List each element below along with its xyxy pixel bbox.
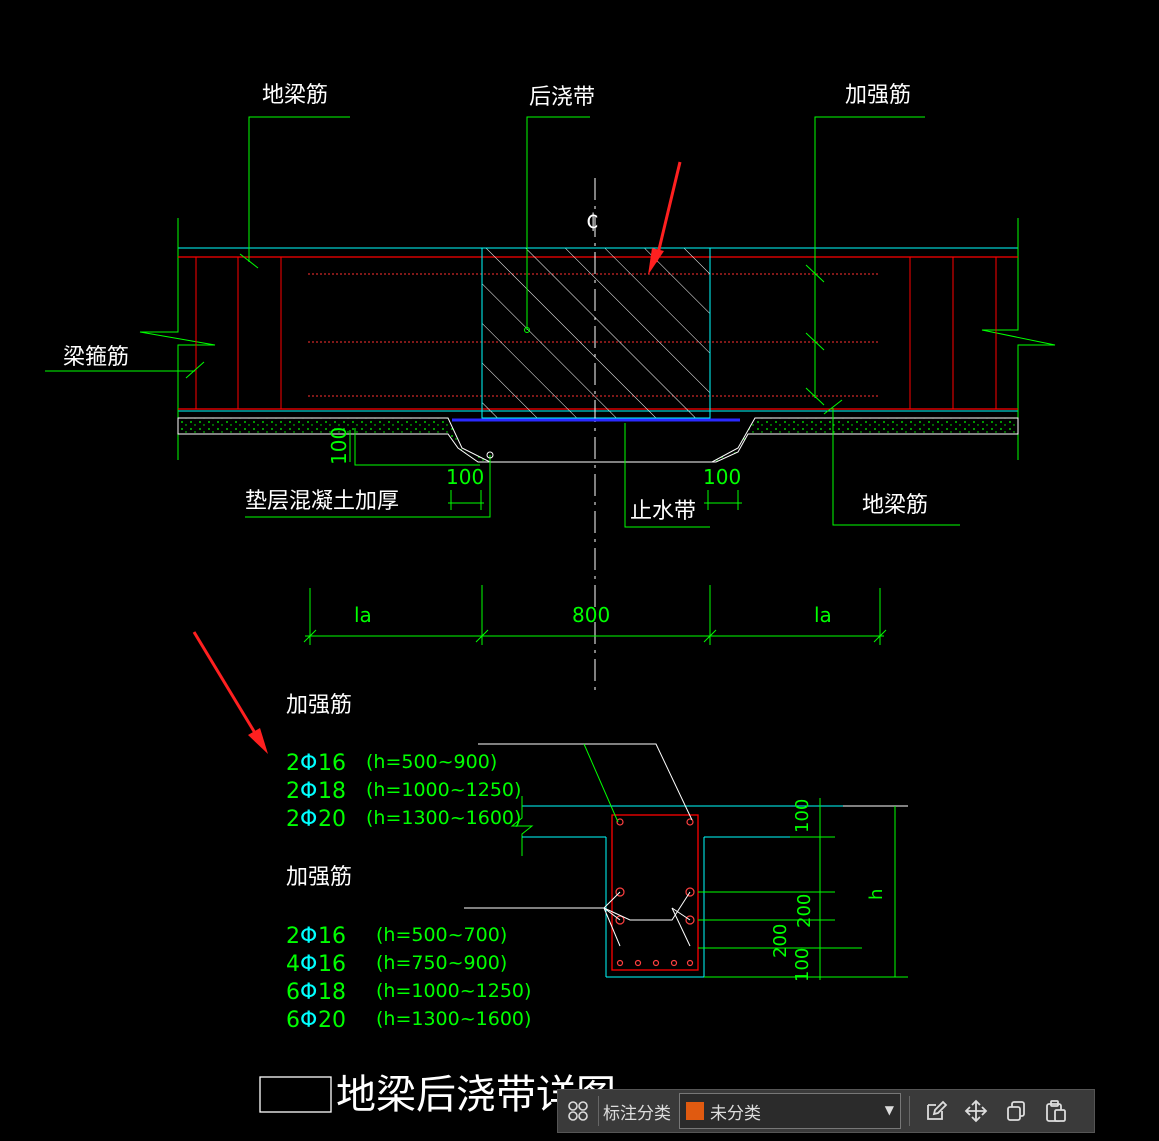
svg-text:18: 18 (318, 779, 346, 804)
svg-text:2: 2 (286, 924, 300, 949)
label-beam-stirrup: 梁箍筋 (63, 345, 129, 370)
table1-row: 2 Φ 20 (h=1300~1600) (286, 807, 521, 832)
edit-icon (927, 1100, 948, 1120)
svg-text:16: 16 (318, 924, 346, 949)
table2-row: 2 Φ 16 (h=500~700) (286, 924, 507, 949)
beam-elevation (45, 116, 1056, 690)
svg-text:18: 18 (318, 980, 346, 1005)
category-label: 标注分类 (603, 1103, 671, 1124)
rebar-symbol: Φ (300, 924, 317, 949)
svg-text:16: 16 (318, 751, 346, 776)
svg-text:2: 2 (286, 807, 300, 832)
svg-text:6: 6 (286, 1008, 300, 1033)
rebar-symbol: Φ (300, 779, 317, 804)
svg-text:6: 6 (286, 980, 300, 1005)
svg-text:20: 20 (318, 807, 346, 832)
cushion-layer (177, 417, 1019, 463)
label-waterstop: 止水带 (630, 499, 696, 524)
table2-row: 4 Φ 16 (h=750~900) (286, 952, 507, 977)
category-selected-value: 未分类 (710, 1103, 761, 1124)
label-post-pour-strip: 后浇带 (529, 85, 595, 110)
annotation-toolbar: 标注分类 未分类 ▼ (557, 1089, 1095, 1133)
grid-icon (568, 1101, 588, 1121)
dim-100-right: 100 (703, 465, 741, 489)
svg-text:(h=1300~1600): (h=1300~1600) (376, 1008, 531, 1030)
svg-text:2: 2 (286, 751, 300, 776)
rebar-symbol: Φ (300, 1008, 317, 1033)
post-pour-strip-area (481, 247, 711, 419)
annotation-arrows (192, 161, 682, 754)
svg-text:(h=1000~1250): (h=1000~1250) (366, 779, 521, 801)
stirrup-outline (611, 814, 699, 971)
dim-800: 800 (572, 603, 610, 627)
beam-cross-section (464, 743, 908, 980)
label-cushion-thicken: 垫层混凝土加厚 (245, 489, 399, 514)
category-color-swatch (686, 1102, 704, 1120)
svg-text:(h=500~700): (h=500~700) (376, 924, 507, 946)
copy-icon (1007, 1101, 1025, 1121)
svg-text:2: 2 (286, 779, 300, 804)
copy-button[interactable] (996, 1091, 1036, 1131)
svg-text:20: 20 (318, 1008, 346, 1033)
title-box (259, 1076, 332, 1113)
table1-title: 加强筋 (286, 693, 352, 718)
svg-text:4: 4 (286, 952, 300, 977)
rebar-symbol: Φ (300, 980, 317, 1005)
dim-100-vertical: 100 (327, 427, 351, 465)
label-ground-beam-rebar: 地梁筋 (262, 83, 328, 108)
svg-text:(h=1300~1600): (h=1300~1600) (366, 807, 521, 829)
section-dim-200-a: 200 (794, 894, 815, 928)
toolbar-divider (598, 1096, 599, 1126)
section-dim-200-b: 200 (770, 924, 791, 958)
svg-text:(h=500~900): (h=500~900) (366, 751, 497, 773)
section-dim-height: h (866, 889, 887, 900)
table2-row: 6 Φ 20 (h=1300~1600) (286, 1008, 531, 1033)
toolbar-divider (909, 1096, 910, 1126)
paste-icon (1046, 1100, 1066, 1122)
rebar-symbol: Φ (300, 751, 317, 776)
move-icon (964, 1099, 988, 1123)
svg-text:(h=750~900): (h=750~900) (376, 952, 507, 974)
label-centerline: ₵ (586, 209, 599, 233)
dim-100-left: 100 (446, 465, 484, 489)
rebar-symbol: Φ (300, 807, 317, 832)
section-dim-bottom: 100 (792, 948, 813, 982)
caret-down-icon: ▼ (884, 1103, 894, 1117)
dim-la-left: la (354, 603, 372, 627)
paste-button[interactable] (1036, 1091, 1076, 1131)
grid-menu-button[interactable] (558, 1091, 598, 1131)
section-dim-top: 100 (792, 799, 813, 833)
category-select[interactable]: 未分类 ▼ (679, 1093, 901, 1129)
table2-row: 6 Φ 18 (h=1000~1250) (286, 980, 531, 1005)
table1-row: 2 Φ 18 (h=1000~1250) (286, 779, 521, 804)
move-button[interactable] (956, 1091, 996, 1131)
label-reinforcement: 加强筋 (845, 83, 911, 108)
table2-title: 加强筋 (286, 865, 352, 890)
dim-la-right: la (814, 603, 832, 627)
label-ground-beam-rebar-2: 地梁筋 (862, 493, 928, 518)
svg-text:16: 16 (318, 952, 346, 977)
table1-row: 2 Φ 16 (h=500~900) (286, 751, 497, 776)
svg-text:(h=1000~1250): (h=1000~1250) (376, 980, 531, 1002)
edit-button[interactable] (916, 1091, 956, 1131)
rebar-symbol: Φ (300, 952, 317, 977)
